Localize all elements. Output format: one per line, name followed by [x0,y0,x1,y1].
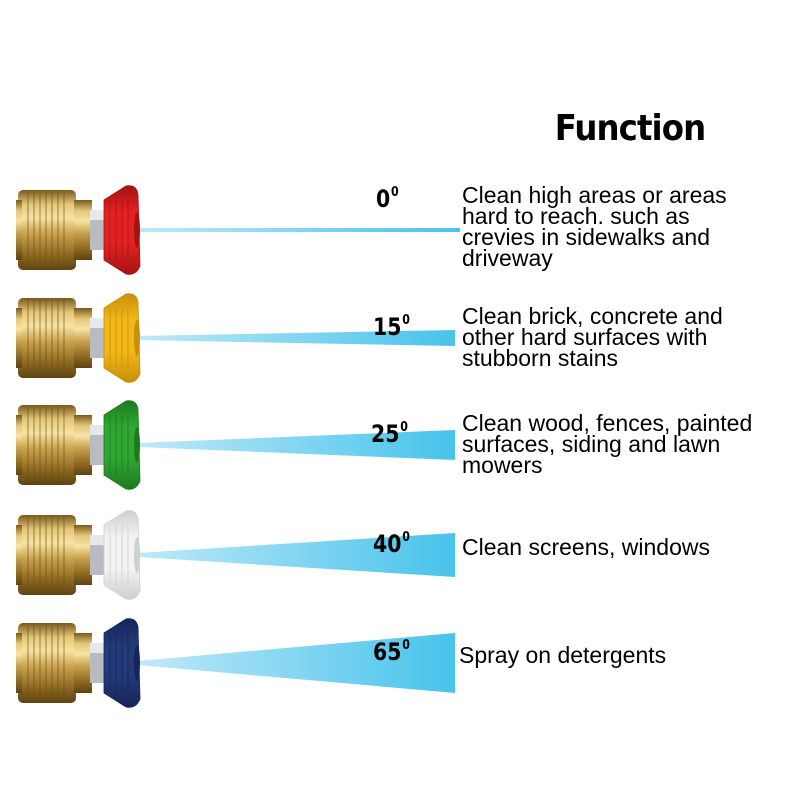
degree-mark: 0 [391,185,399,200]
degree-mark: 0 [402,530,410,545]
description-line: crevies in sidewalks and [462,224,711,250]
description-line: Clean wood, fences, painted [462,410,753,436]
spray-fan [138,228,460,232]
degree-mark: 0 [402,638,410,653]
nozzle-illustration [16,400,455,490]
spray-fan [138,533,455,577]
description-line: Spray on detergents [459,642,667,668]
nozzle-illustration [16,510,455,600]
spray-angle-label: 650 [373,638,410,666]
description-line: mowers [462,452,543,478]
description-line: other hard surfaces with [462,324,708,350]
spray-angle-label: 00 [376,185,399,213]
brass-coupler [18,298,76,378]
nozzle-row: 650 Spray on detergents [0,608,800,718]
brass-coupler [18,405,76,485]
description-line: Clean screens, windows [462,534,711,560]
spray-fan [138,633,455,693]
spray-fan [138,430,455,460]
nozzle-row: 400 Clean screens, windows [0,500,800,610]
spray-fan [138,330,455,346]
description-line: stubborn stains [462,345,618,371]
description-line: hard to reach. such as [462,203,690,229]
nozzle-illustration [16,185,460,275]
angle-value: 65 [373,638,402,666]
spray-angle-label: 250 [371,420,408,448]
description-line: Clean brick, concrete and [462,303,723,329]
spray-angle-label: 150 [373,313,410,341]
description-line: Clean high areas or areas [462,182,727,208]
nozzle-illustration [16,618,455,708]
page-title: Function [554,108,706,149]
nozzle-illustration [16,293,455,383]
angle-value: 0 [376,185,391,213]
description-line: driveway [462,245,553,271]
degree-mark: 0 [400,420,408,435]
angle-value: 25 [371,420,400,448]
nozzle-description: Spray on detergents [459,642,667,668]
angle-value: 40 [373,530,402,558]
angle-value: 15 [373,313,402,341]
degree-mark: 0 [402,313,410,328]
description-line: surfaces, siding and lawn [462,431,721,457]
nozzle-description: Clean screens, windows [462,534,711,560]
brass-coupler [18,623,76,703]
spray-angle-label: 400 [373,530,410,558]
brass-coupler [18,190,76,270]
brass-coupler [18,515,76,595]
